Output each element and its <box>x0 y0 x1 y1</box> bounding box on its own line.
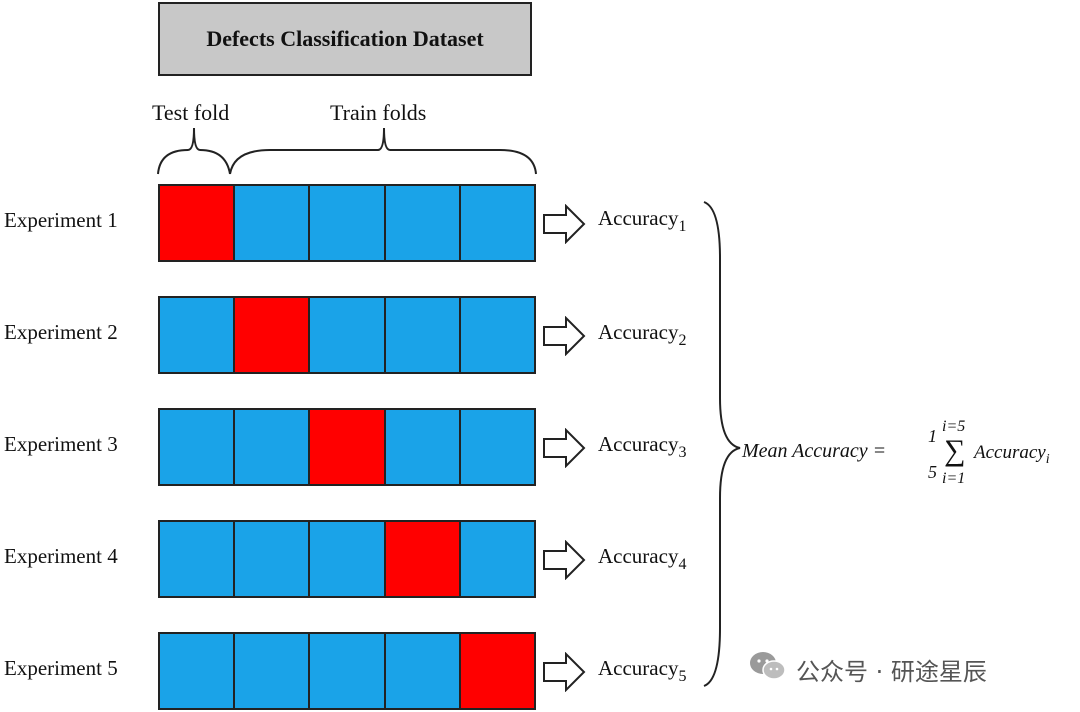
accuracy-label-1: Accuracy1 <box>598 206 687 235</box>
fold-braces <box>157 127 537 175</box>
train-fold-cell <box>160 410 236 484</box>
arrow-right-icon <box>543 540 586 580</box>
sum-lower-limit: i=1 <box>942 470 966 487</box>
train-fold-cell <box>310 634 386 708</box>
experiment-label-1: Experiment 1 <box>4 208 118 232</box>
fold-row-3 <box>158 408 536 486</box>
train-fold-cell <box>235 410 311 484</box>
formula-denominator: 5 <box>928 462 937 482</box>
train-fold-cell <box>385 410 461 484</box>
train-folds-label: Train folds <box>330 100 427 125</box>
train-fold-cell <box>235 634 311 708</box>
wechat-icon <box>750 652 786 680</box>
accuracy-label-3: Accuracy3 <box>598 432 687 461</box>
dataset-title-box: Defects Classification Dataset <box>158 2 532 76</box>
train-fold-cell <box>160 522 236 596</box>
train-fold-cell <box>385 634 461 708</box>
test-fold-cell <box>310 410 386 484</box>
arrow-right-icon <box>543 204 586 244</box>
experiment-label-4: Experiment 4 <box>4 544 118 568</box>
test-fold-cell <box>160 186 236 260</box>
train-fold-cell <box>160 634 236 708</box>
train-fold-cell <box>460 522 535 596</box>
train-fold-cell <box>310 522 386 596</box>
fold-row-5 <box>158 632 536 710</box>
train-fold-cell <box>235 522 311 596</box>
train-fold-cell <box>460 410 535 484</box>
train-fold-cell <box>235 186 311 260</box>
mean-accuracy-label: Mean Accuracy = <box>742 440 887 462</box>
accuracy-label-5: Accuracy5 <box>598 656 687 685</box>
train-fold-cell <box>310 298 386 372</box>
train-fold-cell <box>385 298 461 372</box>
fold-row-4 <box>158 520 536 598</box>
experiment-label-5: Experiment 5 <box>4 656 118 680</box>
arrow-right-icon <box>543 428 586 468</box>
dataset-title: Defects Classification Dataset <box>206 26 484 51</box>
summation-symbol: ∑ <box>944 434 966 467</box>
test-fold-cell <box>385 522 461 596</box>
test-fold-brace <box>157 127 231 175</box>
train-fold-cell <box>385 186 461 260</box>
test-fold-cell <box>235 298 311 372</box>
sum-term: Accuracyi <box>974 442 1050 467</box>
train-fold-cell <box>310 186 386 260</box>
watermark-text: 公众号 · 研途星辰 <box>796 658 987 686</box>
train-fold-cell <box>460 298 535 372</box>
train-fold-cell <box>460 186 535 260</box>
fold-row-2 <box>158 296 536 374</box>
train-fold-cell <box>160 298 236 372</box>
accuracy-label-4: Accuracy4 <box>598 544 687 573</box>
train-folds-brace <box>229 127 537 175</box>
experiment-label-3: Experiment 3 <box>4 432 118 456</box>
arrow-right-icon <box>543 316 586 356</box>
experiment-label-2: Experiment 2 <box>4 320 118 344</box>
fold-row-1 <box>158 184 536 262</box>
sum-upper-limit: i=5 <box>942 418 966 435</box>
accuracy-group-brace <box>703 201 741 687</box>
arrow-right-icon <box>543 652 586 692</box>
accuracy-label-2: Accuracy2 <box>598 320 687 349</box>
test-fold-label: Test fold <box>152 100 230 125</box>
formula-numerator: 1 <box>928 426 937 446</box>
test-fold-cell <box>460 634 535 708</box>
